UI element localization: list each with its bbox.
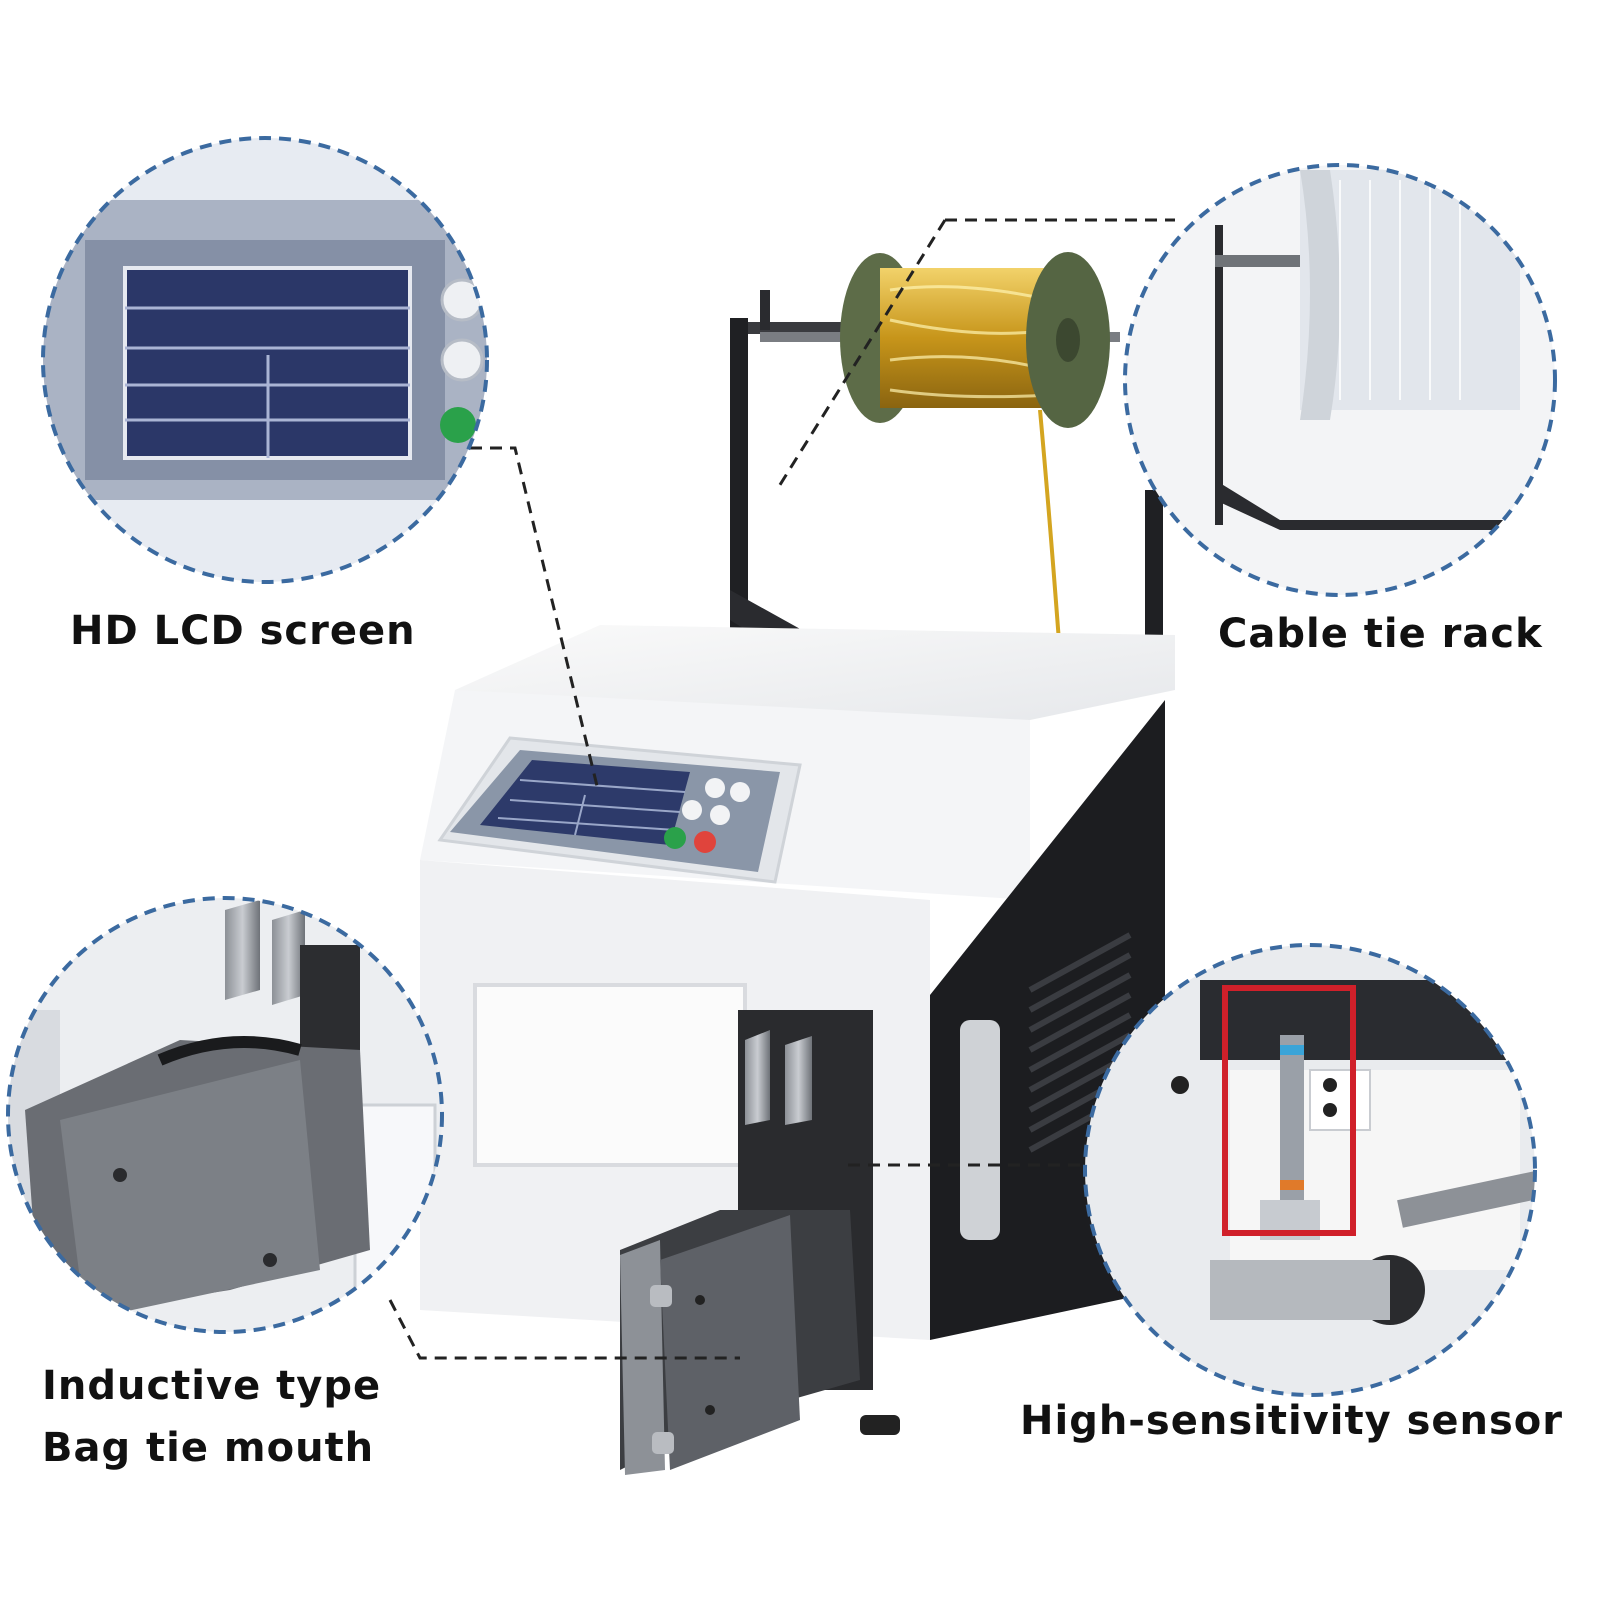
front-window bbox=[473, 983, 747, 1167]
caption-mouth: Inductive type Bag tie mouth bbox=[42, 1355, 381, 1479]
bag-tie-mouth bbox=[620, 1010, 873, 1475]
bag-tying-machine bbox=[420, 252, 1175, 1475]
caption-sensor: High-sensitivity sensor bbox=[1020, 1390, 1563, 1452]
caption-rack-text: Cable tie rack bbox=[1218, 611, 1543, 657]
stop-button bbox=[694, 831, 716, 853]
control-panel bbox=[437, 736, 802, 884]
foot bbox=[860, 1415, 900, 1435]
machine-top bbox=[455, 625, 1175, 720]
caption-lcd-text: HD LCD screen bbox=[70, 608, 416, 654]
callout-mouth bbox=[6, 896, 444, 1334]
sensor-highlight-box bbox=[1222, 985, 1356, 1236]
callout-rack bbox=[1123, 163, 1557, 597]
callout-lcd bbox=[41, 136, 489, 584]
start-button bbox=[664, 827, 686, 849]
caption-mouth-line1: Inductive type bbox=[42, 1363, 382, 1409]
caption-rack: Cable tie rack bbox=[1218, 603, 1543, 665]
side-handle bbox=[960, 1020, 1000, 1240]
gold-wire-spool bbox=[840, 252, 1110, 656]
callout-connectors bbox=[388, 218, 1175, 1360]
caption-sensor-text: High-sensitivity sensor bbox=[1020, 1398, 1563, 1444]
caption-mouth-line2: Bag tie mouth bbox=[42, 1425, 375, 1471]
caption-lcd: HD LCD screen bbox=[70, 600, 416, 662]
